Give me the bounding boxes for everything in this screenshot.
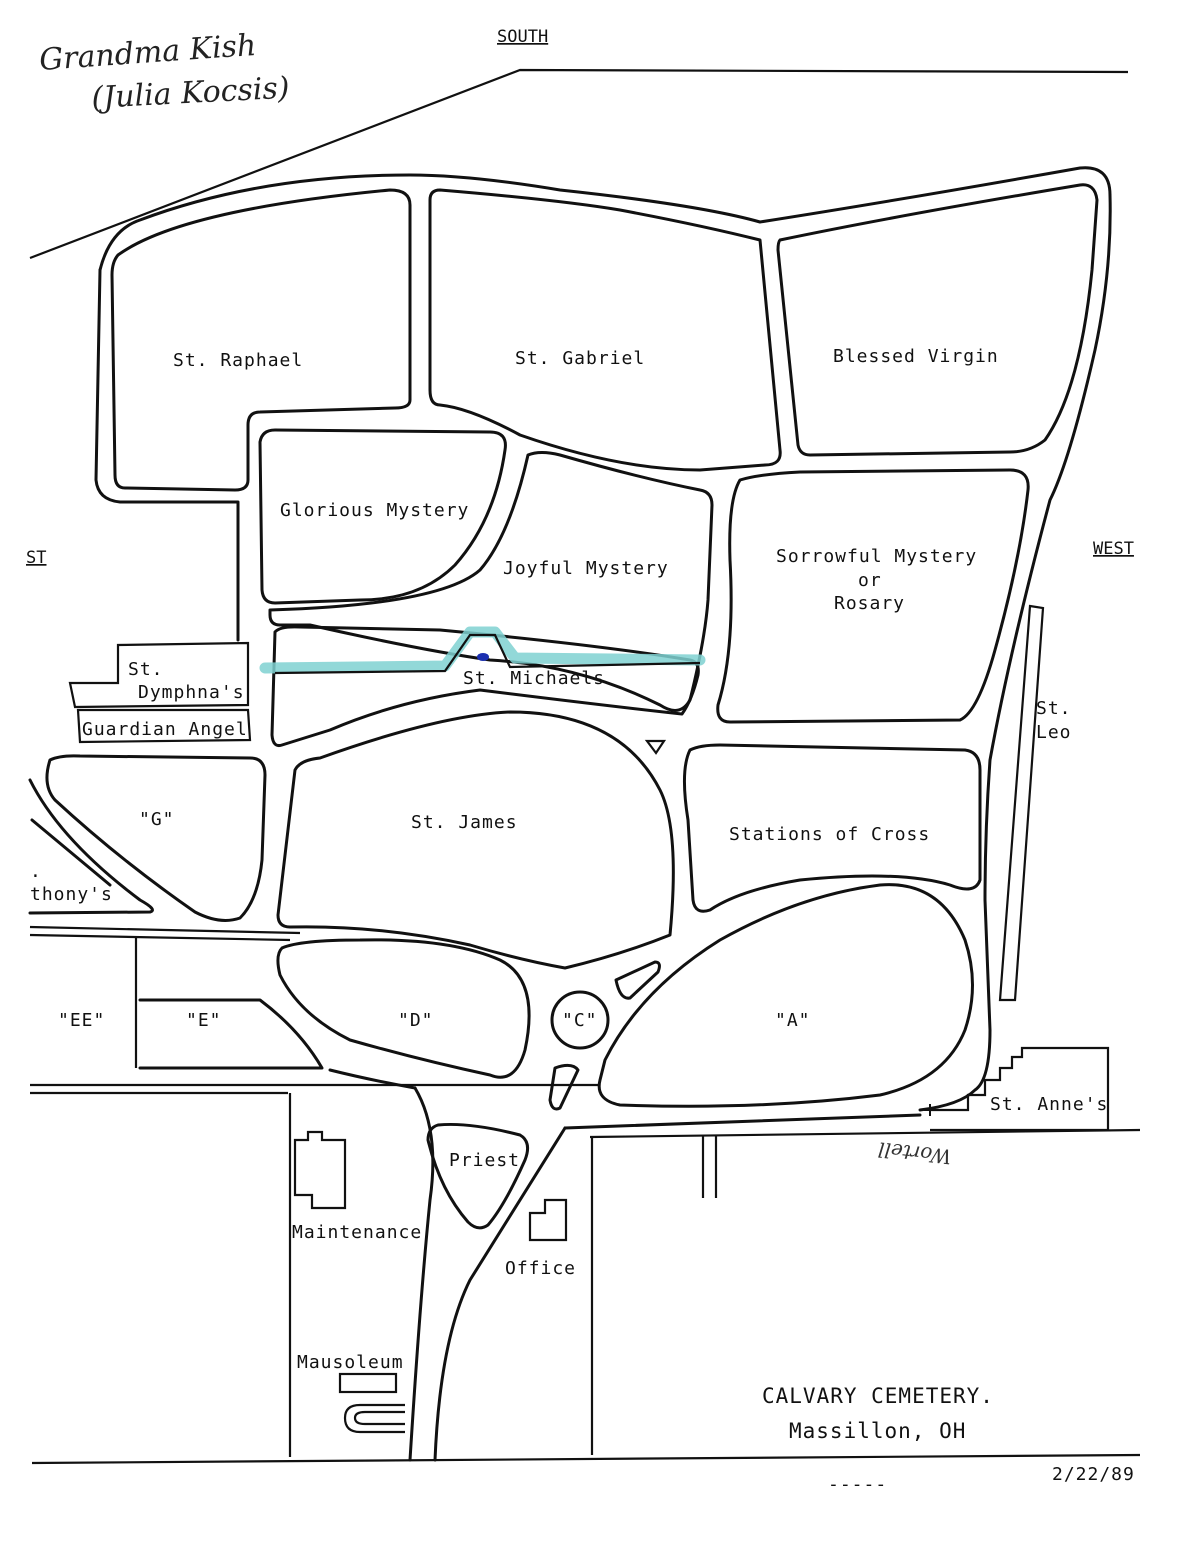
highlight-row: [259, 626, 706, 674]
label-st-michaels: St. Michaels: [463, 668, 605, 689]
road-left-outer: [94, 268, 240, 642]
handwritten-name-line2: (Julia Kocsis): [91, 71, 291, 116]
block-st-gabriel: [428, 188, 782, 472]
wortell-line: [589, 1128, 1141, 1139]
label-ee: "EE": [58, 1010, 105, 1031]
label-c: "C": [562, 1010, 598, 1031]
block-guardian-angel: [76, 708, 252, 744]
road-st-anthony-inner: [30, 818, 112, 887]
block-priest: [426, 1122, 530, 1230]
boundary-bottom: [31, 1453, 1141, 1465]
compass-east-fragment: ST: [26, 548, 46, 568]
label-st-gabriel: St. Gabriel: [515, 348, 645, 369]
road-right-connector: [563, 1113, 922, 1130]
maintenance-building-icon: [293, 1130, 347, 1210]
footer-dashes: -----: [828, 1474, 887, 1495]
boundary-east-road: [29, 925, 301, 935]
compass-south: SOUTH: [497, 27, 548, 47]
label-office: Office: [505, 1258, 576, 1279]
road-entrance-right: [433, 1126, 567, 1462]
block-st-leo: [998, 604, 1045, 1002]
label-st-anthony-2: thony's: [30, 884, 113, 905]
label-a: "A": [775, 1010, 811, 1031]
label-priest: Priest: [449, 1150, 520, 1171]
label-stations: Stations of Cross: [729, 824, 930, 845]
block-st-michaels: [270, 625, 700, 747]
label-st-raphael: St. Raphael: [173, 350, 303, 371]
footer-location: Massillon, OH: [789, 1419, 966, 1443]
label-sorrowful-1: Sorrowful Mystery: [776, 546, 977, 567]
block-st-raphael: [110, 188, 412, 492]
island-upper: [614, 960, 661, 1000]
block-g: [45, 754, 267, 922]
block-stations: [682, 743, 982, 913]
label-maintenance: Maintenance: [292, 1222, 422, 1243]
star-marker-icon: [924, 1104, 936, 1116]
road-lower-connector: [328, 1068, 417, 1090]
road-d-lower-left: [138, 998, 324, 1070]
road-right-main: [918, 193, 1112, 1112]
mausoleum-drive: [343, 1403, 405, 1434]
block-st-dymphna: [68, 641, 250, 709]
mausoleum-drive-inner: [353, 1410, 405, 1426]
compass-west: WEST: [1093, 539, 1134, 559]
handwritten-name-line1: Grandma Kish: [38, 28, 257, 78]
street-wortell-label: Wortell: [877, 1137, 953, 1169]
highlight-row-line: [274, 633, 701, 675]
block-c: [550, 990, 610, 1050]
block-st-james: [276, 710, 675, 970]
label-sorrowful-2: or: [858, 570, 882, 591]
island-lower: [548, 1063, 580, 1111]
block-st-annes: [930, 1046, 1110, 1132]
label-st-anthony-1: .: [30, 861, 42, 882]
boundary-east-road-2: [29, 933, 291, 942]
triangle-marker-icon: [644, 739, 667, 755]
road-entrance-left: [408, 1086, 435, 1462]
footer-date: 2/22/89: [1052, 1464, 1135, 1485]
office-building-icon: [528, 1198, 568, 1242]
block-sorrowful: [716, 468, 1030, 724]
label-blessed-virgin: Blessed Virgin: [833, 346, 999, 367]
label-st-leo-2: Leo: [1036, 722, 1072, 743]
label-glorious-mystery: Glorious Mystery: [280, 500, 469, 521]
label-st-leo-1: St.: [1036, 698, 1072, 719]
label-joyful-mystery: Joyful Mystery: [503, 558, 669, 579]
grave-marker-icon: [477, 653, 489, 661]
road-st-anthony-curve: [28, 778, 154, 915]
label-guardian-angel: Guardian Angel: [82, 719, 248, 740]
label-st-dymphna-1: St.: [128, 659, 164, 680]
label-g: "G": [139, 809, 175, 830]
block-blessed-virgin: [776, 183, 1099, 457]
block-a: [597, 883, 974, 1108]
block-joyful-mystery: [268, 451, 714, 712]
label-sorrowful-3: Rosary: [834, 593, 905, 614]
label-st-james: St. James: [411, 812, 518, 833]
boundary-diagonal: [29, 68, 1129, 260]
label-st-annes: St. Anne's: [990, 1094, 1108, 1115]
road-top-outer: [98, 166, 1112, 272]
label-d: "D": [398, 1010, 434, 1031]
mausoleum-building-icon: [338, 1372, 398, 1394]
block-d: [276, 938, 531, 1079]
block-glorious-mystery: [258, 428, 507, 605]
label-mausoleum: Mausoleum: [297, 1352, 404, 1373]
label-e: "E": [186, 1010, 222, 1031]
label-st-dymphna-2: Dymphna's: [138, 682, 245, 703]
footer-cemetery-name: CALVARY CEMETERY.: [762, 1384, 994, 1408]
